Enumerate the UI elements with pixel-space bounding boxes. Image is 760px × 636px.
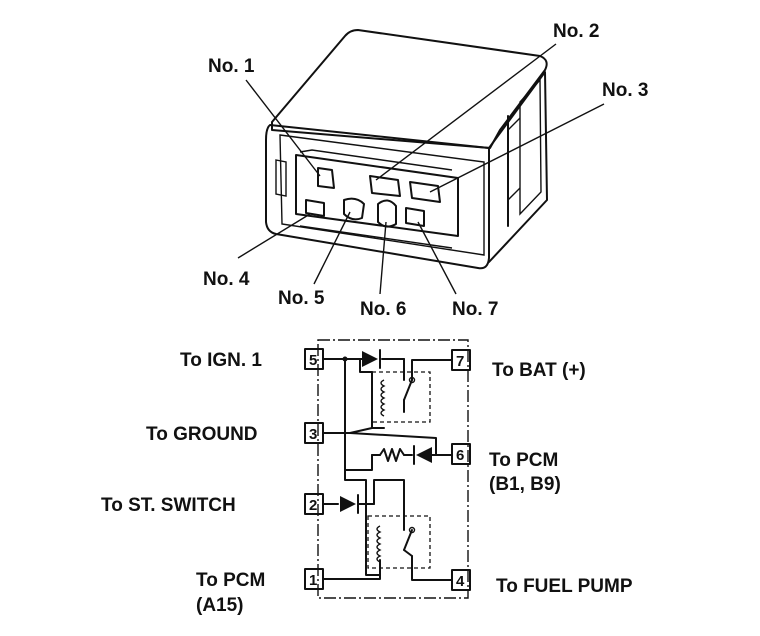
pin-4-socket [305, 199, 325, 217]
pin-2-socket [369, 175, 401, 197]
relay-2-icon [367, 515, 431, 569]
diode-2-icon [413, 445, 432, 465]
svg-text:2: 2 [309, 497, 317, 514]
relay-1-icon [371, 371, 431, 423]
svg-text:6: 6 [456, 447, 464, 464]
pin-7-socket [405, 207, 425, 227]
label-pcm-b-pins: (B1, B9) [489, 474, 561, 495]
terminal-2: 2 [304, 493, 324, 515]
connector-socket [295, 149, 459, 249]
label-ground: To GROUND [146, 424, 258, 445]
pin-label-no3: No. 3 [602, 80, 648, 101]
schematic-wiring [322, 356, 453, 581]
label-pcm-a-pin: (A15) [196, 595, 244, 616]
pin-1-socket [317, 167, 335, 189]
terminal-5: 5 [304, 348, 324, 370]
pin-label-no5: No. 5 [278, 288, 325, 309]
label-ign1: To IGN. 1 [180, 350, 262, 371]
diode-3-icon [340, 494, 359, 514]
pin-label-no6: No. 6 [360, 299, 406, 320]
pin-label-no1: No. 1 [208, 56, 255, 77]
label-bat: To BAT (+) [492, 360, 586, 381]
schematic-outline [317, 339, 469, 599]
relay-housing [265, 29, 548, 270]
pin-label-no4: No. 4 [203, 269, 250, 290]
terminal-3: 3 [304, 422, 324, 444]
svg-text:1: 1 [309, 572, 317, 589]
pin-5-socket [343, 197, 365, 221]
pin-6-socket [377, 199, 397, 228]
svg-text:3: 3 [309, 426, 317, 443]
pin-leaders [237, 43, 605, 295]
label-fuel-pump: To FUEL PUMP [496, 576, 633, 597]
pin-3-socket [409, 181, 441, 203]
pin-label-no7: No. 7 [452, 299, 498, 320]
svg-text:5: 5 [309, 352, 317, 369]
svg-text:4: 4 [456, 573, 465, 590]
label-st-switch: To ST. SWITCH [101, 495, 236, 516]
svg-text:7: 7 [456, 353, 464, 370]
label-pcm-a: To PCM [196, 570, 265, 591]
label-pcm-b: To PCM [489, 450, 558, 471]
terminal-1: 1 [304, 568, 324, 590]
diode-1-icon [362, 349, 381, 369]
pin-label-no2: No. 2 [553, 21, 599, 42]
